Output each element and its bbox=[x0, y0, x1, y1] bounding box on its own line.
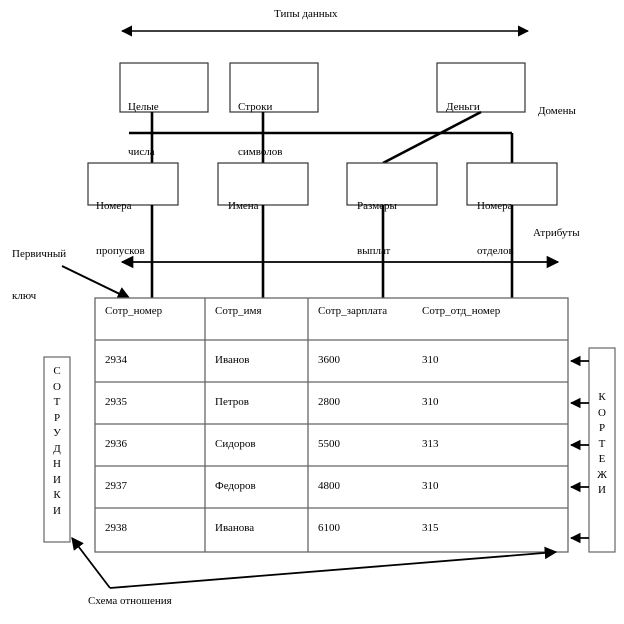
tuple-row-arrows bbox=[569, 355, 589, 544]
attribute-dept-line1: Номера bbox=[477, 200, 513, 212]
primary-key-label: Первичный ключ bbox=[12, 219, 66, 331]
attribute-pass-line2: пропусков bbox=[96, 245, 145, 257]
table-row: 5500 bbox=[318, 438, 340, 450]
table-row: Иванова bbox=[215, 522, 255, 534]
table-row: 2937 bbox=[105, 480, 127, 492]
attribute-dept-line2: отделов bbox=[477, 245, 514, 257]
table-row: 313 bbox=[422, 438, 439, 450]
primary-key-line2: ключ bbox=[12, 290, 37, 302]
domain-box-strings bbox=[229, 62, 319, 113]
relation-name-box bbox=[43, 356, 71, 543]
attribute-box-names-label: Имена bbox=[228, 169, 259, 244]
table-row: 2936 bbox=[105, 438, 127, 450]
table-row: 310 bbox=[422, 396, 439, 408]
table-header-cell-3: Сотр_отд_номер bbox=[422, 305, 501, 317]
table-row: 2934 bbox=[105, 354, 127, 366]
table-header-cell-0: Сотр_номер bbox=[105, 305, 163, 317]
table-row: 2938 bbox=[105, 522, 127, 534]
table-header-cell-2: Сотр_зарплата bbox=[318, 305, 388, 317]
attribute-box-names bbox=[217, 162, 309, 206]
primary-key-line1: Первичный bbox=[12, 248, 67, 260]
domain-strings-line1: Строки bbox=[238, 101, 273, 113]
attribute-names-line1: Имена bbox=[228, 200, 259, 212]
domain-box-integers-label: Целые числа bbox=[128, 70, 159, 190]
attribute-box-payment-sizes-label: Размеры выплат bbox=[357, 169, 397, 289]
relation-schema-arrow bbox=[71, 536, 558, 589]
table-row: 3600 bbox=[318, 354, 340, 366]
table-row: 4800 bbox=[318, 480, 340, 492]
attribute-box-dept-numbers-label: Номера отделов bbox=[477, 169, 514, 289]
attribute-column-connectors bbox=[150, 205, 514, 299]
attributes-label: Атрибуты bbox=[533, 227, 580, 239]
domain-integers-line2: числа bbox=[128, 146, 155, 158]
table-row: Иванов bbox=[215, 354, 250, 366]
domain-integers-line1: Целые bbox=[128, 101, 159, 113]
table-row: 310 bbox=[422, 354, 439, 366]
attribute-box-pass-numbers-label: Номера пропусков bbox=[96, 169, 145, 289]
table-row: 2800 bbox=[318, 396, 340, 408]
relation-table-grid bbox=[94, 297, 569, 553]
attribute-payment-line2: выплат bbox=[357, 245, 391, 257]
domain-box-strings-label: Строки символов bbox=[238, 70, 282, 190]
table-row: Сидоров bbox=[215, 438, 256, 450]
domain-money-line1: Деньги bbox=[446, 101, 480, 113]
attribute-box-pass-numbers bbox=[87, 162, 179, 206]
relation-schema-label: Схема отношения bbox=[88, 595, 172, 607]
tuples-box bbox=[588, 347, 616, 553]
attribute-payment-line1: Размеры bbox=[357, 200, 397, 212]
domain-attribute-connectors bbox=[129, 110, 514, 165]
table-row: 315 bbox=[422, 522, 439, 534]
table-header-cell-1: Сотр_имя bbox=[215, 305, 262, 317]
table-row: Петров bbox=[215, 396, 249, 408]
primary-key-arrow bbox=[61, 265, 132, 300]
table-row: 6100 bbox=[318, 522, 340, 534]
table-row: Федоров bbox=[215, 480, 256, 492]
table-row: 2935 bbox=[105, 396, 127, 408]
attribute-box-dept-numbers bbox=[466, 162, 558, 206]
domain-strings-line2: символов bbox=[238, 146, 283, 158]
table-row: 310 bbox=[422, 480, 439, 492]
domain-box-integers bbox=[119, 62, 209, 113]
attribute-pass-line1: Номера bbox=[96, 200, 132, 212]
data-types-label: Типы данных bbox=[274, 8, 338, 20]
attribute-box-payment-sizes bbox=[346, 162, 438, 206]
domains-label: Домены bbox=[538, 105, 576, 117]
domain-box-money-label: Деньги bbox=[446, 70, 480, 145]
